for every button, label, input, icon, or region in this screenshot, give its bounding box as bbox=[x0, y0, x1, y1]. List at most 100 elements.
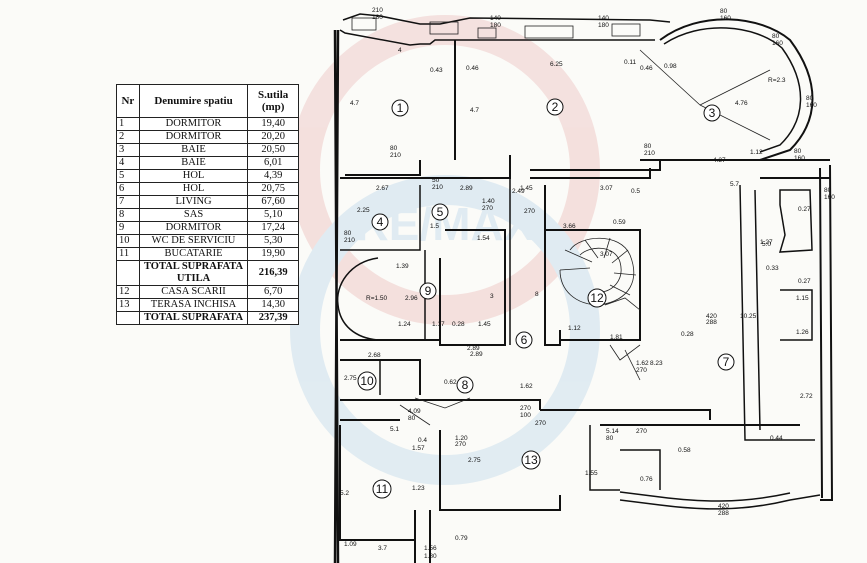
dimension-label: 0.27 bbox=[798, 278, 811, 285]
dimension-label: 4 bbox=[398, 47, 402, 54]
dimension-label: 5.0 bbox=[762, 241, 771, 248]
dimension-label: 1.5 bbox=[430, 223, 439, 230]
dimension-label: 270 bbox=[524, 208, 535, 215]
room-name-cell: BAIE bbox=[138, 156, 249, 170]
dimension-label: 0.4 bbox=[418, 437, 427, 444]
dimension-label: 0.46 bbox=[640, 65, 653, 72]
room-area-cell: 5,30 bbox=[247, 234, 299, 248]
dimension-label: 288 bbox=[706, 319, 717, 326]
room-nr-cell: 1 bbox=[116, 117, 140, 131]
dimension-label: 3.66 bbox=[563, 223, 576, 230]
top-windows bbox=[351, 17, 641, 39]
total-value: 237,39 bbox=[247, 311, 299, 325]
dimension-label: 5.1 bbox=[390, 426, 399, 433]
dimension-label: 2.89 bbox=[460, 185, 473, 192]
dimension-label: 80 bbox=[606, 435, 614, 442]
dimension-label: 1.54 bbox=[477, 235, 490, 242]
dimension-label: 4.37 bbox=[713, 157, 726, 164]
room-name-cell: BAIE bbox=[138, 143, 249, 157]
room-label-10: 10 bbox=[357, 371, 377, 391]
dimension-label: 0.98 bbox=[664, 63, 677, 70]
svg-text:13: 13 bbox=[524, 453, 538, 467]
room-nr-cell: 8 bbox=[116, 208, 140, 222]
room-area-cell: 6,01 bbox=[247, 156, 299, 170]
dimension-label: 210 bbox=[344, 237, 355, 244]
dimension-label: 210 bbox=[644, 150, 655, 157]
dimension-label: 1.57 bbox=[412, 445, 425, 452]
total-util-label: TOTAL SUPRAFATA UTILA bbox=[138, 260, 249, 286]
room-area-cell: 19,90 bbox=[247, 247, 299, 261]
dimension-label: 80 bbox=[408, 415, 416, 422]
svg-text:3: 3 bbox=[709, 106, 716, 120]
dimension-label: 180 bbox=[598, 22, 609, 29]
room-label-12: 12 bbox=[587, 288, 607, 308]
svg-text:5: 5 bbox=[437, 205, 444, 219]
svg-text:11: 11 bbox=[376, 482, 389, 496]
dimension-label: 160 bbox=[806, 102, 817, 109]
room-nr-cell: 12 bbox=[116, 285, 140, 299]
dimension-label: 270 bbox=[482, 205, 493, 212]
dimension-label: 6.25 bbox=[550, 61, 563, 68]
room-name-cell: DORMITOR bbox=[138, 221, 249, 235]
header-name: Denumire spatiu bbox=[138, 84, 249, 118]
svg-text:7: 7 bbox=[723, 355, 730, 369]
dimension-label: 270 bbox=[455, 441, 466, 448]
dimension-label: 0.28 bbox=[452, 321, 465, 328]
dimension-label: 420 bbox=[706, 313, 717, 320]
dimension-label: 0.76 bbox=[640, 476, 653, 483]
dimension-label: 80 bbox=[824, 187, 832, 194]
dimension-label: 288 bbox=[718, 510, 729, 517]
dimension-label: 80 bbox=[720, 8, 728, 15]
room-area-cell: 5,10 bbox=[247, 208, 299, 222]
dimension-label: 0.59 bbox=[613, 219, 626, 226]
svg-text:1: 1 bbox=[397, 101, 404, 115]
svg-text:9: 9 bbox=[425, 284, 432, 298]
room-nr-cell: 6 bbox=[116, 182, 140, 196]
room-nr-cell: 5 bbox=[116, 169, 140, 183]
dimension-label: 1.62 bbox=[520, 383, 533, 390]
header-nr: Nr bbox=[116, 84, 140, 118]
dimension-label: 1.15 bbox=[796, 295, 809, 302]
exterior-walls bbox=[333, 13, 834, 563]
svg-text:2: 2 bbox=[552, 100, 559, 114]
dimension-label: 0.43 bbox=[430, 67, 443, 74]
total-util-row: TOTAL SUPRAFATA UTILA 216,39 bbox=[116, 260, 299, 286]
svg-text:6: 6 bbox=[521, 333, 528, 347]
dimension-label: R=2.3 bbox=[768, 77, 786, 84]
room-name-cell: TERASA INCHISA bbox=[138, 298, 249, 312]
dimension-label: 80 bbox=[644, 143, 652, 150]
svg-text:8: 8 bbox=[462, 378, 469, 392]
dimension-label: 0.5 bbox=[631, 188, 640, 195]
total-util-value: 216,39 bbox=[247, 260, 299, 286]
dimension-label: 0.28 bbox=[681, 331, 694, 338]
dimension-label: 80 bbox=[806, 95, 814, 102]
dimension-label: 140 bbox=[490, 15, 501, 22]
dimension-label: 0.33 bbox=[766, 265, 779, 272]
dimension-label: 1.12 bbox=[750, 149, 763, 156]
dimension-label: 4.7 bbox=[350, 100, 359, 107]
dimension-label: 270 bbox=[535, 420, 546, 427]
room-name-cell: LIVING bbox=[138, 195, 249, 209]
room-nr-cell: 4 bbox=[116, 156, 140, 170]
room-area-cell: 67,60 bbox=[247, 195, 299, 209]
dimension-label: 5.7 bbox=[730, 181, 739, 188]
room-area-cell: 19,40 bbox=[247, 117, 299, 131]
dimension-label: 2.72 bbox=[800, 393, 813, 400]
table-header-row: Nr Denumire spatiu S.utila (mp) bbox=[116, 84, 299, 118]
room-label-6: 6 bbox=[515, 331, 533, 349]
dimension-label: 210 bbox=[372, 7, 383, 14]
header-area: S.utila (mp) bbox=[247, 84, 299, 118]
svg-text:12: 12 bbox=[590, 291, 604, 305]
room-area-cell: 17,24 bbox=[247, 221, 299, 235]
dimension-label: 0.27 bbox=[798, 206, 811, 213]
dimension-label: 1.17 bbox=[432, 321, 445, 328]
